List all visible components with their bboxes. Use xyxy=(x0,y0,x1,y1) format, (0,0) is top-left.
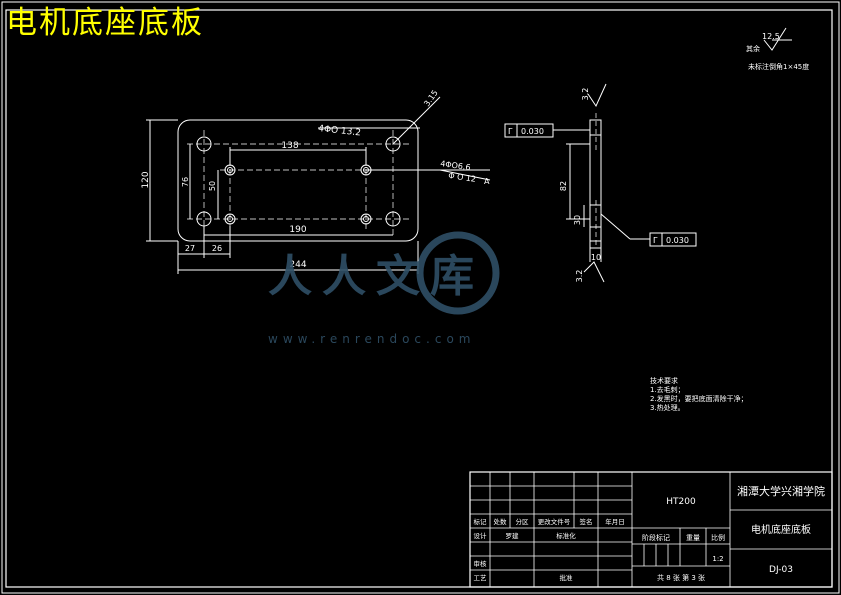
roughness-note-symbol xyxy=(763,27,792,51)
datum-a: A xyxy=(484,177,490,186)
dim-190: 190 xyxy=(289,225,306,235)
standard-label: 标准化 xyxy=(556,531,576,540)
callout-large-holes: 4ΦO 13.2 xyxy=(318,124,362,138)
hole-large xyxy=(196,136,212,152)
watermark-logo-icon xyxy=(416,231,500,315)
title-block-grid xyxy=(469,471,833,588)
weight-label: 重量 xyxy=(686,534,700,542)
dim-76: 76 xyxy=(181,177,190,187)
approve-label: 批准 xyxy=(560,573,574,582)
dim-30: 30 xyxy=(573,215,582,225)
drawing-title: 电机底座底板 xyxy=(6,5,204,41)
chamfer-note: 未标注倒角1×45度 xyxy=(748,62,809,71)
rough-bottom: 3.2 xyxy=(575,270,584,283)
hole-large xyxy=(385,211,401,227)
hole-small xyxy=(224,213,236,225)
watermark-url: www.renrendoc.com xyxy=(268,332,476,346)
designer-label: 设计 xyxy=(474,531,488,540)
sheet-info: 共 8 张 第 3 张 xyxy=(657,573,705,582)
dim-82: 82 xyxy=(559,181,568,191)
dim-26: 26 xyxy=(212,244,222,253)
plate-front-view xyxy=(146,96,491,274)
school-name: 湘潭大学兴湘学院 xyxy=(737,484,825,498)
stage-label: 阶段标记 xyxy=(642,533,670,542)
flatness-bottom: 0.030 xyxy=(666,236,689,245)
scale-label: 比例 xyxy=(711,533,725,542)
rough-3-15: 3.15 xyxy=(422,88,440,108)
hdr-zone: 分区 xyxy=(516,517,530,526)
roughness-value: 12.5 xyxy=(762,32,780,41)
callout-small-holes: 4ΦO6.6 xyxy=(440,159,471,172)
tech-note-3: 3.热处理。 xyxy=(650,403,685,412)
watermark-text: 人人文库 xyxy=(268,251,484,302)
flat-sym-1: Γ xyxy=(508,127,513,136)
flat-sym-2: Γ xyxy=(653,236,658,245)
dim-10: 10 xyxy=(591,253,601,262)
hdr-change-doc: 更改文件号 xyxy=(538,517,571,526)
flatness-top: 0.030 xyxy=(521,127,544,136)
rough-top: 3.2 xyxy=(581,88,590,101)
hdr-count: 处数 xyxy=(494,517,508,526)
roughness-label: 其余 xyxy=(746,44,760,53)
tech-note-1: 1.去毛刺； xyxy=(650,385,685,394)
watermark: 人人文库 www.renrendoc.com xyxy=(268,231,500,346)
inner-border xyxy=(5,9,833,588)
scale-value: 1:2 xyxy=(712,555,723,563)
process-label: 工艺 xyxy=(474,574,488,582)
drawing-number: DJ-03 xyxy=(769,565,793,575)
hdr-date: 年月日 xyxy=(605,517,625,526)
tech-notes-title: 技术要求 xyxy=(650,376,678,385)
hole-small xyxy=(360,213,372,225)
hdr-signature: 签名 xyxy=(580,517,593,526)
dim-50: 50 xyxy=(208,181,217,191)
dim-27: 27 xyxy=(185,244,195,253)
material: HT200 xyxy=(666,497,696,507)
tech-note-2: 2.发黑时，要把底面清除干净； xyxy=(650,394,748,403)
plate-outline xyxy=(177,119,419,242)
dim-120: 120 xyxy=(141,171,151,188)
hole-large xyxy=(385,136,401,152)
designer-name: 罗建 xyxy=(506,531,520,540)
hdr-mark: 标记 xyxy=(474,517,488,526)
position-tolerance: Φ O 12 xyxy=(448,171,477,184)
dim-138: 138 xyxy=(281,141,298,151)
dim-244: 244 xyxy=(289,260,306,270)
plate-side-view xyxy=(504,83,697,283)
review-label: 审核 xyxy=(474,559,488,568)
side-outline xyxy=(589,119,602,242)
part-name: 电机底座底板 xyxy=(751,523,811,536)
